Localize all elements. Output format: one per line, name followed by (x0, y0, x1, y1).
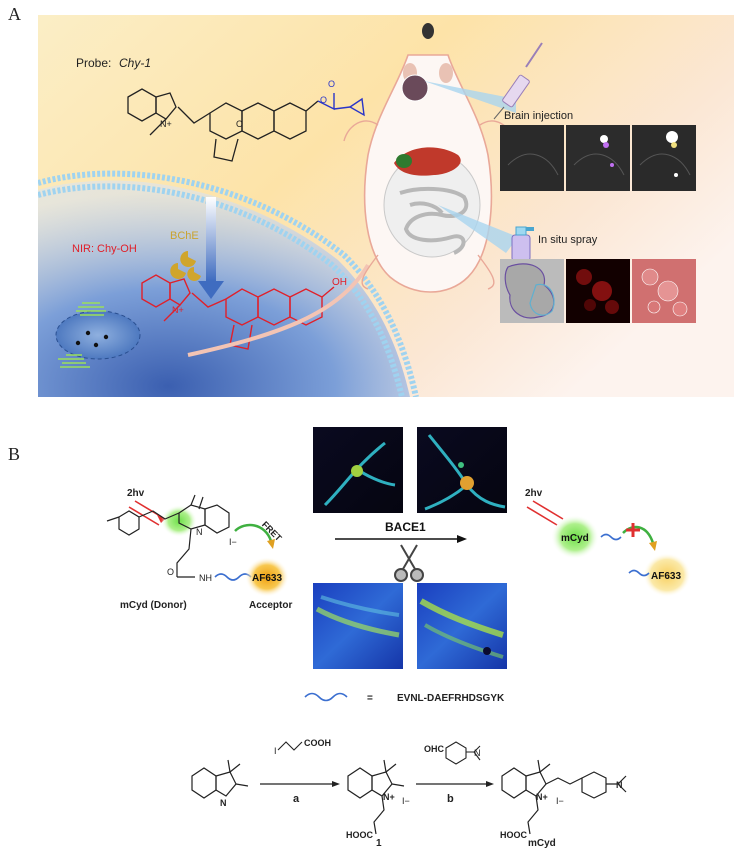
af633-left: AF633 (252, 573, 282, 584)
panel-a-letter: A (8, 4, 21, 24)
product-iodide: I− (556, 796, 564, 806)
panel-b: BACE1 2hv N I− O NH AF633 mCyd (Donor) A… (95, 425, 735, 710)
brain-injection-label: Brain injection (504, 110, 573, 122)
mcyd-bubble-label: mCyd (561, 533, 589, 544)
product-mcyd-structure (501, 759, 627, 835)
cell-membrane (37, 170, 419, 398)
step-b-label: b (447, 793, 454, 805)
blocked-cross-icon (626, 523, 640, 537)
product-hooc: HOOC (500, 830, 528, 840)
peptide-legend-icon (304, 692, 348, 702)
brain-image-3 (632, 125, 696, 191)
neuron-image-right (417, 427, 507, 513)
reagent-b-ring (445, 741, 481, 765)
probe-label: Probe: (76, 56, 111, 70)
probe-ester-group (317, 93, 365, 117)
reagent-a-iodo: I (274, 746, 277, 756)
reaction-arrow-shaft (206, 197, 216, 281)
peptide-sequence: EVNL-DAEFRHDSGYK (397, 693, 505, 704)
enzyme-icons (170, 251, 201, 281)
reaction-arrow-head (198, 281, 224, 299)
synthesis-scheme: N I COOH a N+ I− HOOC 1 OHC N b N+ I− N … (180, 730, 660, 849)
product-dimethylamino-n: N (616, 780, 623, 790)
mouse-gallbladder (396, 154, 412, 168)
mouse-brain (401, 74, 429, 102)
acceptor-glow (245, 557, 289, 597)
donor-label: mCyd (Donor) (120, 600, 187, 611)
probe-oxygen: O (320, 95, 327, 105)
intermediate-structure (347, 759, 405, 835)
reagent-a-cooh: COOH (304, 738, 331, 748)
mouse-illustration (187, 23, 515, 357)
excitation-arrows-right (526, 500, 564, 526)
probe-ring-oxygen: O (236, 119, 243, 129)
brain-image-1 (500, 125, 564, 191)
donor-iodide: I− (229, 537, 237, 547)
panel-a: Probe: Chy-1 O O N+ O BChE NIR: Chy-OH (37, 15, 734, 398)
panel-a-illustration: Probe: Chy-1 O O N+ O BChE NIR: Chy-OH (37, 15, 734, 398)
probe-name: Chy-1 (119, 56, 151, 70)
panel-b-illustration: BACE1 2hv N I− O NH AF633 mCyd (Donor) A… (106, 427, 691, 704)
injection-beam (424, 81, 516, 113)
peptide-linker (214, 573, 252, 581)
syringe-icon (493, 42, 543, 120)
mouse-tail (187, 263, 370, 357)
peptide-equals: = (367, 693, 373, 704)
mouse-liver (394, 147, 461, 176)
mouse-intestines (399, 186, 469, 255)
donor-nh: NH (199, 573, 212, 583)
donor-nitrogen: N (196, 527, 203, 537)
mcyd-glow (551, 515, 599, 559)
reagent-b-nitrogen: N (474, 748, 481, 758)
reagent-a-chain (277, 741, 303, 751)
product-nitrogen: N+ (172, 305, 184, 315)
af633-right: AF633 (651, 571, 681, 582)
enzyme-label: BChE (170, 230, 199, 242)
reagent-b-ohc: OHC (424, 744, 445, 754)
donor-carbonyl: O (167, 567, 174, 577)
product-mcyd-label: mCyd (528, 838, 556, 848)
two-hv-left: 2hv (127, 488, 145, 499)
intermediate-label: 1 (376, 838, 382, 848)
spray-image-row (500, 259, 696, 323)
panel-b-letter: B (8, 444, 21, 464)
product-oh: OH (332, 277, 347, 288)
probe-carbonyl-oxygen: O (328, 79, 335, 89)
af633-right-glow (643, 553, 691, 597)
donor-structure (106, 494, 230, 578)
intermediate-nplus: N+ (383, 792, 395, 802)
start-nitrogen: N (220, 798, 227, 808)
brain-image-row (500, 125, 696, 191)
product-label: NIR: Chy-OH (72, 243, 137, 255)
bace1-arrow-head (457, 535, 467, 543)
brain-image-2 (566, 125, 630, 191)
spray-beam (438, 205, 518, 253)
fret-arrow (234, 523, 273, 542)
mouse-nose (422, 23, 434, 39)
product-structure (141, 274, 335, 350)
spray-bottle-icon (511, 226, 534, 262)
scissors-icon (394, 544, 424, 582)
two-hv-right: 2hv (525, 488, 543, 499)
product-nplus: N+ (536, 792, 548, 802)
organelle (55, 310, 141, 360)
bace1-label: BACE1 (385, 520, 426, 534)
er-structures (58, 302, 106, 368)
acceptor-label: Acceptor (249, 600, 292, 611)
starting-indolenine (191, 759, 249, 799)
synthesis-illustration: N I COOH a N+ I− HOOC 1 OHC N b N+ I− N … (191, 738, 627, 849)
intermediate-hooc: HOOC (346, 830, 374, 840)
step-a-label: a (293, 793, 300, 805)
intermediate-iodide: I− (402, 796, 410, 806)
blocked-fret-arrow (622, 525, 655, 544)
probe-structure (127, 88, 319, 162)
probe-nitrogen: N+ (160, 119, 172, 129)
in-situ-spray-label: In situ spray (538, 234, 598, 246)
